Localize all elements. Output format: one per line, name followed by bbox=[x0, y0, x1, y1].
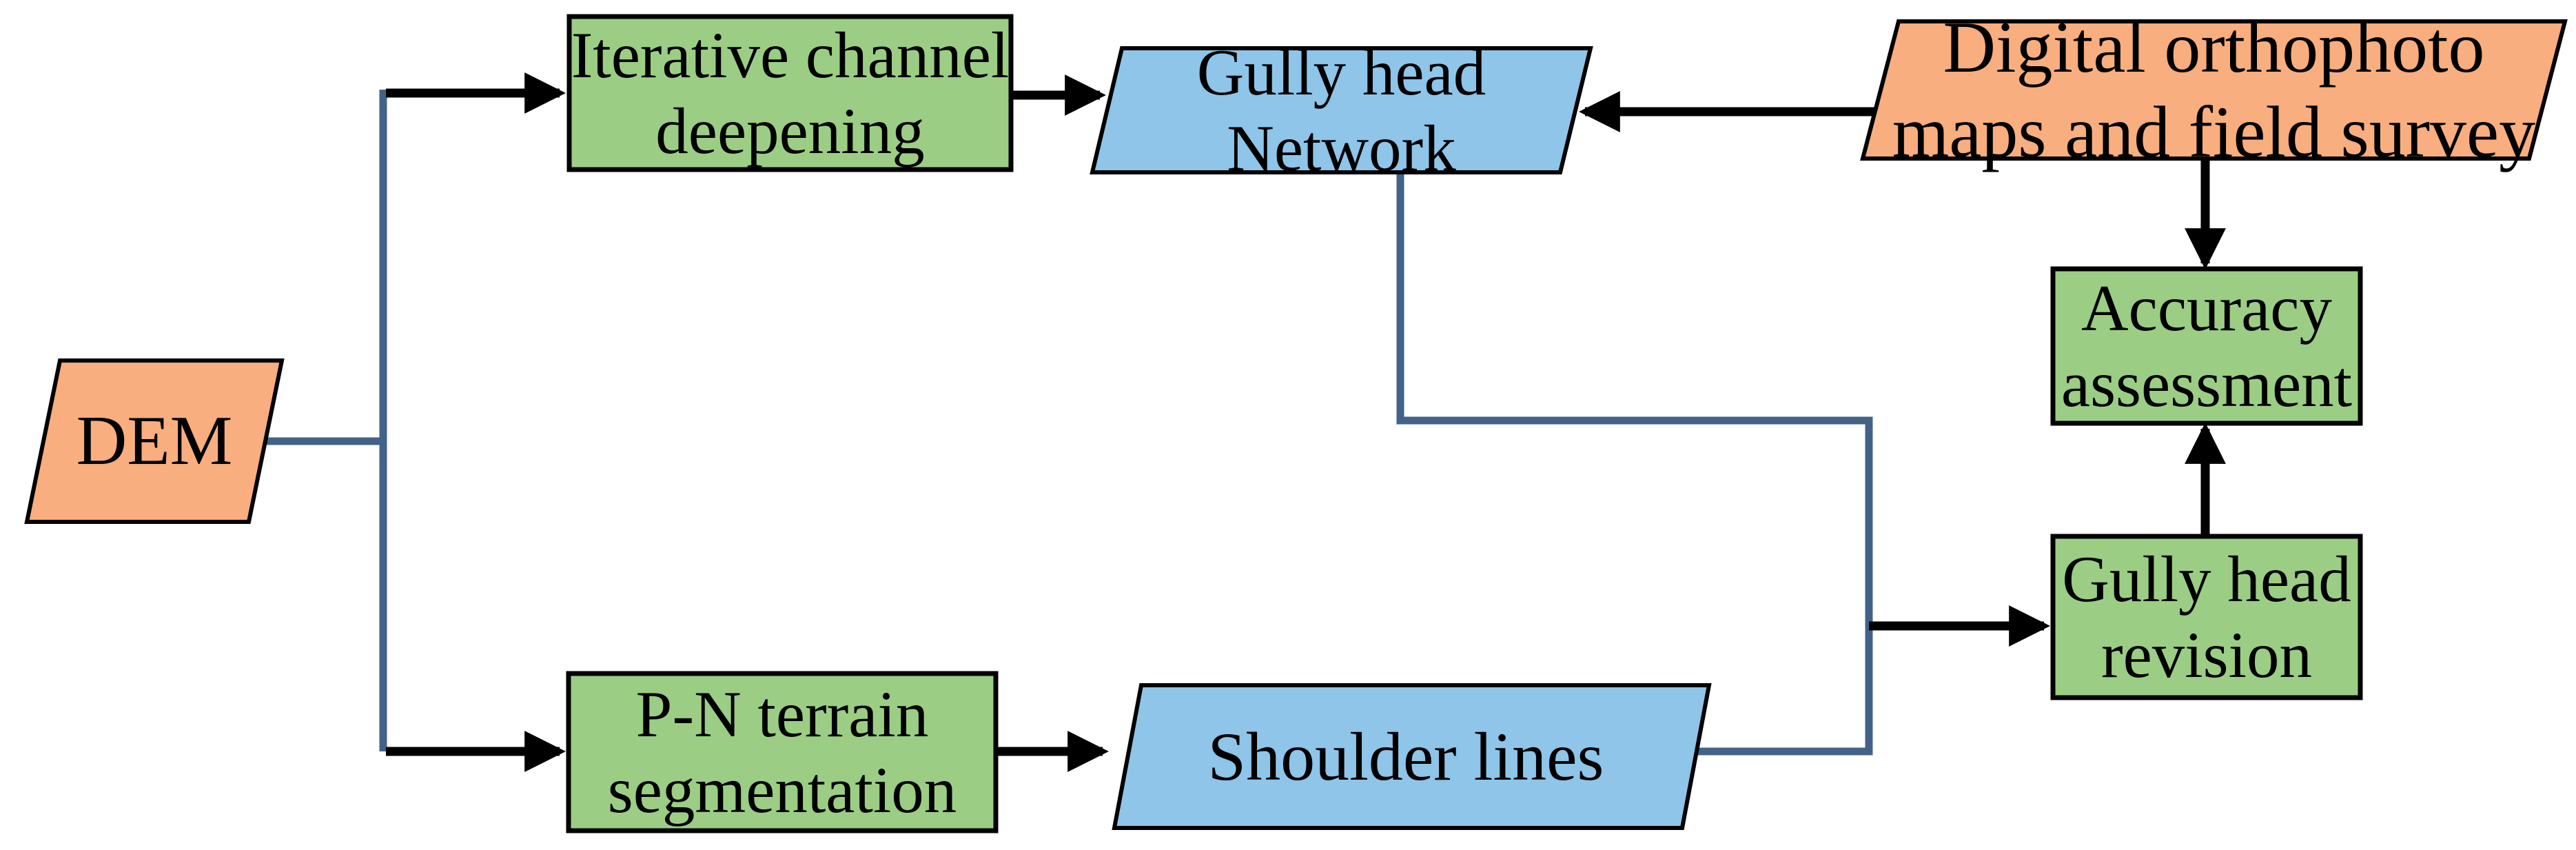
node-pn-terrain-segmentation bbox=[566, 671, 999, 833]
node-gully-head-network bbox=[1090, 46, 1593, 174]
connector-network-shoulder-junction bbox=[1396, 172, 1873, 756]
node-gully-head-revision bbox=[2050, 534, 2363, 700]
node-dem bbox=[24, 358, 285, 524]
node-digital-orthophoto bbox=[1860, 19, 2568, 161]
node-iterative-channel-deepening bbox=[566, 14, 1014, 172]
node-accuracy-assessment bbox=[2050, 266, 2363, 426]
node-shoulder-lines bbox=[1112, 683, 1712, 830]
